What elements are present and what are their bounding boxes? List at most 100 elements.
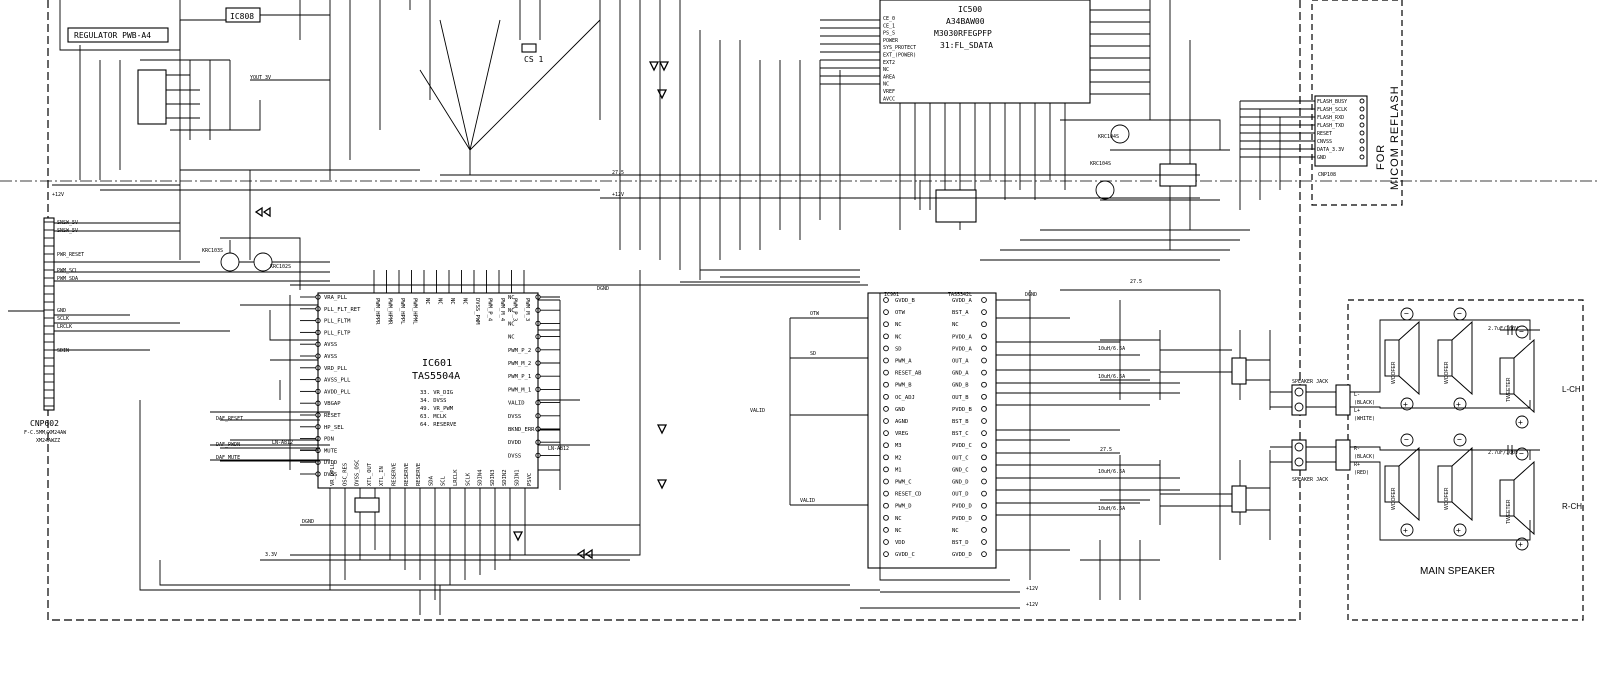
q601-label: KRC102S: [270, 264, 291, 270]
plus-sign-icon: +: [1518, 540, 1523, 549]
ic601-left-pin: VRD_PLL: [324, 366, 348, 372]
cnp108-pin-label: FLASH_TXD: [1317, 123, 1344, 129]
ic601-top-pin: PWM_P_3: [512, 298, 518, 321]
ln-a812-label: LN-A812: [272, 440, 293, 446]
ic601-bottom-pin: RESERVE: [392, 463, 398, 486]
ic601-ref: IC601: [422, 358, 452, 369]
ic901-pin-dot: [981, 442, 987, 449]
plus-terminal-icon: [1453, 397, 1467, 411]
ic500-pin: EXT_(POWER): [883, 53, 916, 59]
jack-l-label: SPEAKER JACK: [1292, 379, 1328, 385]
l-minus-label: L-: [1354, 392, 1360, 398]
main-speaker-title: MAIN SPEAKER: [1420, 566, 1495, 577]
ic601-left-pin: PDN: [324, 437, 334, 443]
ic901-pin-dot: [883, 321, 889, 328]
ic601-top-pin: PWM_HPPR: [374, 298, 380, 325]
rail-12v-a: +12V: [612, 192, 624, 198]
mid-wiring: OTW SD VALID VALID 27.5 +12V +12V DGND: [52, 170, 1200, 506]
ic901-pin-dot: [981, 369, 987, 376]
ic901-pin-dot: [883, 357, 889, 364]
ic901-pin-dot: [981, 393, 987, 400]
ic901-pin-dot: [981, 490, 987, 497]
ic901-right-pin: BST_B: [952, 419, 969, 425]
rail-27-5-a: 27.5: [612, 170, 624, 176]
cnp108-pin-label: GND: [1317, 155, 1326, 161]
ic601-top-pin: PWM_M_3: [524, 298, 530, 321]
cnp108-pin-label: CNVSS: [1317, 139, 1332, 145]
ic601-right-pin: PWM_M_2: [508, 361, 531, 367]
ic901-right-pin: PVDD_D: [952, 504, 972, 510]
ic901-right-pin: PVDD_D: [952, 516, 972, 522]
ic901-left-pin: GVDD_B: [895, 298, 916, 304]
ic500-pin: CE_1: [883, 23, 895, 29]
daf-pwdn-label: DAF_PWDN: [216, 442, 240, 448]
ic601-left-pin: VBGAP: [324, 401, 341, 407]
cnp108: FLASH_BUSYFLASH_SCLKFLASH_RXDFLASH_TXDRE…: [1239, 85, 1401, 210]
ic500-pin: AREA: [883, 74, 895, 80]
ic901-pin-dot: [883, 381, 889, 388]
rail-12v-d: +12V: [52, 192, 64, 198]
ic901-left-pin: NC: [895, 334, 902, 340]
ic901-left-pin: NC: [895, 516, 902, 522]
ic901-pin-dot: [981, 466, 987, 473]
q500-label: KRC104S: [1090, 161, 1111, 167]
q501-label: KRC104S: [1098, 134, 1119, 140]
ic500: IC500 A34BAW00 M3030RFEGPFP 31:FL_SDATA …: [820, 0, 1191, 250]
ic601-bottom-pin: SDIN2: [502, 469, 508, 486]
cnp108-pin-dot: [1359, 98, 1365, 104]
speaker-jacks: SPEAKER JACK SPEAKER JACK L- (BLACK) L+ …: [1270, 379, 1375, 483]
cnp108-pin-dot: [1359, 130, 1365, 136]
cnp108-pin-dot: [1359, 154, 1365, 160]
rail-12v-b: +12V: [1026, 586, 1038, 592]
ic601-top-pin: PWM_HPPL: [399, 298, 405, 325]
ic500-part2: M3030RFEGPFP: [934, 29, 992, 38]
ic901-pin-dot: [883, 418, 889, 424]
ic901-right-pin: NC: [952, 528, 959, 534]
ic901-left-pin: OC_ADJ: [895, 395, 915, 401]
ic901-left-pin: VDD: [895, 540, 905, 546]
ic500-pin: NC: [883, 82, 889, 88]
ic901-pin-dot: [883, 406, 889, 412]
ic901-left-pin: NC: [895, 322, 902, 328]
ic500-pin: EXT2: [883, 60, 895, 66]
ic601-note: 63. MCLK: [420, 414, 447, 420]
woofer-label: WOOFER: [1444, 487, 1450, 510]
ic601-right-pin: BKND_ERR: [508, 427, 535, 433]
ic901-left-pin: PWM_C: [895, 480, 912, 486]
ic601-bottom-pin: RESERVE: [404, 463, 410, 486]
ic901-left-pin: AGND: [895, 419, 908, 425]
ic901-left-pin: M1: [895, 467, 902, 473]
r-black-label: (BLACK): [1354, 454, 1375, 460]
l903-label: 10uH/6.5A: [1098, 469, 1125, 475]
ic601-part: TAS5504A: [412, 371, 460, 382]
ic500-note: 31:FL_SDATA: [940, 41, 993, 50]
cnp602: SNSW_5VSNSW_5VPWR_RESETPWM_SCLPWM_SDAGND…: [8, 217, 330, 444]
cnp602-part: XM24AWZZ: [36, 438, 60, 444]
ic601-left-pin: MUTE: [324, 448, 337, 454]
ic901-pin-dot: [883, 345, 889, 352]
ic901-pin-dot: [883, 430, 889, 436]
ic601-right-pin: NC: [508, 308, 515, 314]
tweeter-cone: [1513, 460, 1535, 536]
yout-label: YOUT_3V: [250, 75, 271, 81]
ic500-pin: VREF: [883, 89, 895, 95]
l902-label: 10uH/6.5A: [1098, 374, 1125, 380]
ic901-pin-dot: [981, 454, 987, 461]
ic601-bottom-pin: SCLK: [465, 472, 471, 486]
cnp108-pin-dot: [1359, 114, 1365, 120]
minus-terminal-icon: [1400, 433, 1414, 447]
plus-sign-icon: +: [1403, 400, 1408, 409]
cnp602-pin-label: PWM_SDA: [57, 276, 78, 282]
ic601-left-pin: DVDD: [324, 460, 337, 466]
ic601-top-pin: NC: [424, 298, 430, 305]
ic901: IC901 TAS5342L GVDD_BOTWNCNCSDPWM_ARESET…: [860, 279, 1221, 609]
ic601-top-pin: PWM_HPML: [412, 298, 418, 325]
cnp602-pin-label: PWM_SCL: [57, 268, 78, 274]
dgnd2-label: DGND: [597, 286, 609, 292]
ic901-pin-dot: [883, 393, 889, 400]
cnp602-pin-label: LRCLK: [57, 324, 72, 330]
ic601-top-pin: NC: [437, 298, 443, 305]
ic901-right-pin: OUT_D: [952, 492, 969, 498]
ic901-left-pin: RESET_CD: [895, 492, 922, 498]
